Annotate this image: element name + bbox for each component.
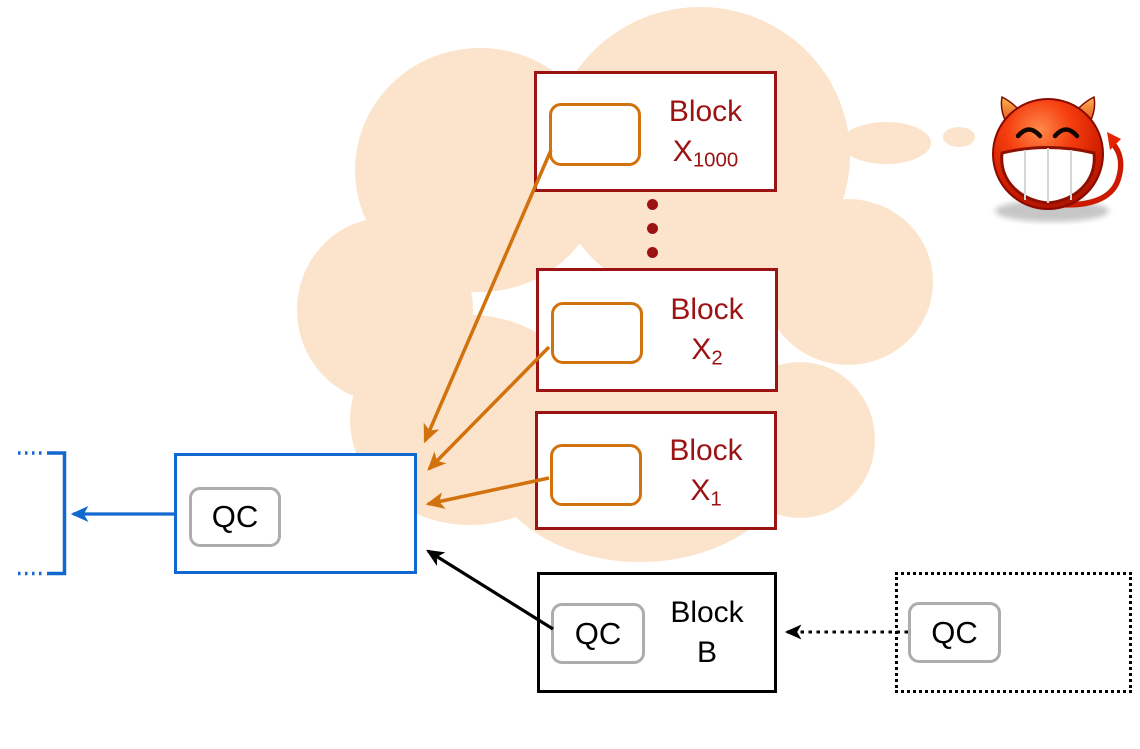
qc-label: QC — [574, 615, 622, 651]
vertical-ellipsis-icon — [647, 199, 658, 258]
thought-bubble-trail-icon — [841, 122, 975, 164]
future-block-dotted: QC — [895, 572, 1132, 693]
devil-eye-right — [1052, 127, 1080, 139]
qc-badge: QC — [189, 487, 281, 547]
devil-tail-tip — [1107, 132, 1121, 150]
ellipsis-dot — [647, 247, 658, 258]
ellipsis-dot — [647, 223, 658, 234]
devil-teeth-lines — [1024, 148, 1072, 203]
devil-grin-emoji-icon — [992, 95, 1124, 222]
qc-label: QC — [211, 499, 259, 534]
block-b: QC Block B — [537, 572, 777, 693]
parent-block-partial — [18, 451, 67, 576]
block-x1: Block X1 — [535, 411, 777, 530]
block-b-label: Block B — [670, 595, 744, 669]
block-x1-label: Block X1 — [669, 433, 743, 511]
devil-eye-left — [1015, 127, 1043, 139]
devil-tail — [1049, 140, 1124, 208]
hash-pointer-box — [550, 444, 642, 506]
block-x1000: Block X1000 — [534, 71, 777, 192]
pending-block: QC — [174, 453, 417, 574]
qc-badge: QC — [908, 602, 1001, 663]
hash-pointer-box — [549, 103, 641, 166]
qc-label: QC — [931, 614, 978, 650]
qc-badge: QC — [551, 603, 645, 664]
block-x2: Block X2 — [536, 268, 778, 392]
block-x1000-label: Block X1000 — [668, 94, 743, 172]
block-x2-label: Block X2 — [670, 293, 744, 370]
hash-pointer-box — [551, 302, 643, 364]
ellipsis-dot — [647, 199, 658, 210]
